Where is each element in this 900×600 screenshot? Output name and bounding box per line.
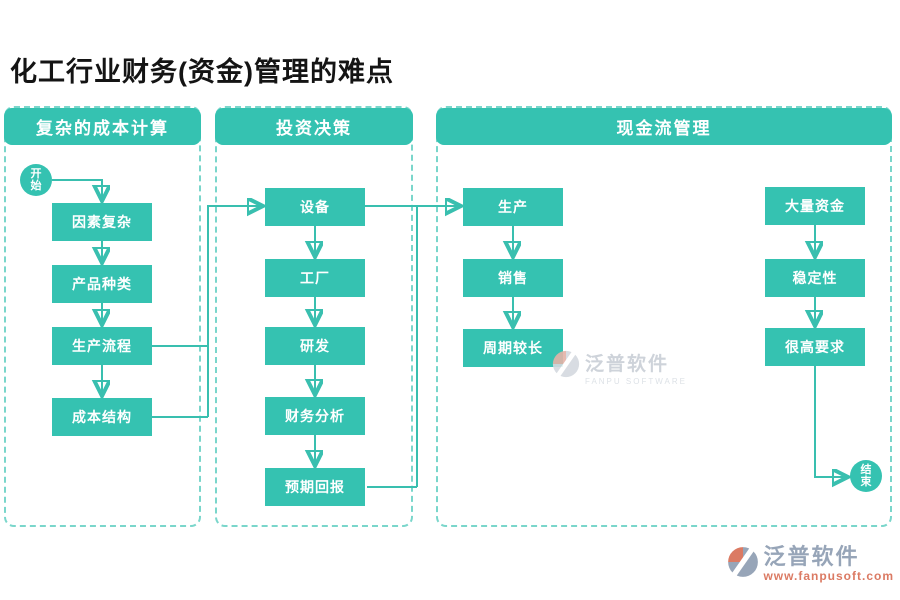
node-rd: 研发: [265, 327, 365, 365]
watermark: 泛普软件 FANPU SOFTWARE: [551, 349, 687, 386]
watermark-brand: 泛普软件: [585, 354, 670, 375]
footer-url: www.fanpusoft.com: [763, 569, 894, 584]
node-high-requirement: 很高要求: [765, 328, 865, 366]
footer-logo-icon: [727, 545, 760, 579]
section-header-investment: 投资决策: [215, 108, 413, 145]
node-financial-analysis: 财务分析: [265, 397, 365, 435]
node-stability: 稳定性: [765, 259, 865, 297]
watermark-logo-icon: [552, 349, 580, 379]
footer-brand: 泛普软件: [763, 544, 860, 569]
section-header-cost: 复杂的成本计算: [4, 108, 201, 145]
section-frame-cashflow: [436, 106, 892, 527]
node-product-types: 产品种类: [52, 265, 152, 303]
node-complex-factors: 因素复杂: [52, 203, 152, 241]
node-large-capital: 大量资金: [765, 187, 865, 225]
node-long-cycle: 周期较长: [463, 329, 563, 367]
watermark-subtitle: FANPU SOFTWARE: [585, 377, 687, 386]
section-frame-cost: [4, 106, 201, 527]
node-sales: 销售: [463, 259, 563, 297]
node-equipment: 设备: [265, 188, 365, 226]
node-cost-structure: 成本结构: [52, 398, 152, 436]
start-node: 开始: [20, 164, 52, 196]
node-production: 生产: [463, 188, 563, 226]
end-node: 结束: [850, 460, 882, 492]
section-header-cashflow: 现金流管理: [436, 108, 892, 145]
section-frame-investment: [215, 106, 413, 527]
node-expected-return: 预期回报: [265, 468, 365, 506]
footer-logo: 泛普软件 www.fanpusoft.com: [726, 544, 894, 584]
node-production-flow: 生产流程: [52, 327, 152, 365]
node-factory: 工厂: [265, 259, 365, 297]
page-title: 化工行业财务(资金)管理的难点: [10, 57, 394, 87]
